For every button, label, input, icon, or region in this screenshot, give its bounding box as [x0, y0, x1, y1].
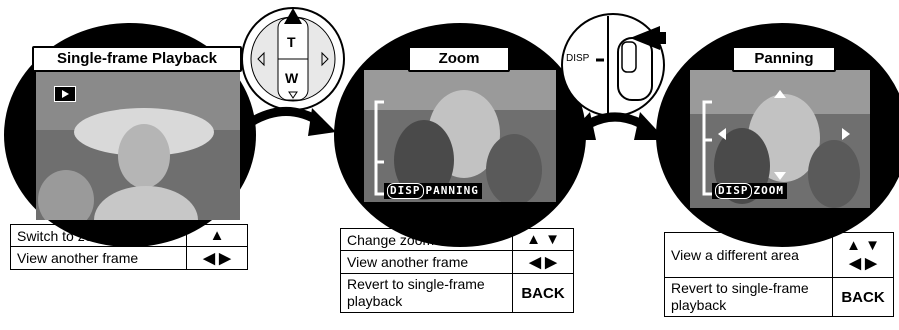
- row-key: ◀ ▶: [186, 246, 248, 270]
- panning-overlay-disp: DISP: [715, 183, 752, 199]
- dial-wide-label: W: [285, 70, 299, 86]
- panel-title-playback: Single-frame Playback: [32, 46, 242, 72]
- panning-overlay-text: ZOOM: [753, 184, 784, 197]
- row-key: ▲ ▼ ◀ ▶: [832, 232, 894, 278]
- row-label: Revert to single-frame playback: [664, 277, 833, 317]
- panning-scale-bar: [702, 100, 712, 196]
- zoom-photo: [364, 70, 556, 202]
- row-label: View another frame: [10, 246, 187, 270]
- panel-title-panning-text: Panning: [754, 50, 814, 67]
- row-key: ▲: [186, 224, 248, 247]
- row-label: Change zoom scale: [340, 228, 513, 251]
- zoom-scale-bar: [374, 100, 384, 196]
- row-key: ◀ ▶: [512, 250, 574, 274]
- panel-title-panning: Panning: [732, 46, 836, 72]
- table-row: View a different area ▲ ▼ ◀ ▶: [664, 232, 894, 278]
- panel-title-playback-text: Single-frame Playback: [56, 50, 218, 67]
- table-row: Revert to single-frame playback BACK: [340, 273, 574, 313]
- panning-table: View a different area ▲ ▼ ◀ ▶ Revert to …: [664, 232, 894, 317]
- zoom-dial[interactable]: T W: [240, 6, 346, 112]
- row-key: BACK: [512, 273, 574, 313]
- table-row: View another frame ◀ ▶: [10, 246, 248, 270]
- panel-title-zoom: Zoom: [408, 46, 510, 72]
- table-row: Switch to zoom ▲: [10, 224, 248, 247]
- playback-photo: [36, 70, 240, 220]
- disp-button-label: DISP: [566, 53, 590, 64]
- row-label: Switch to zoom: [10, 224, 187, 247]
- row-label: View a different area: [664, 232, 833, 278]
- play-icon: [54, 86, 76, 102]
- panel-title-zoom-text: Zoom: [438, 50, 480, 67]
- zoom-overlay-text: PANNING: [425, 184, 479, 197]
- zoom-overlay-disp: DISP: [387, 183, 424, 199]
- dial-tele-label: T: [287, 34, 296, 50]
- arrow-swap-icon: [564, 112, 666, 140]
- arrow-to-zoom-icon: [245, 107, 336, 136]
- row-key: ▲ ▼: [512, 228, 574, 251]
- row-key: BACK: [832, 277, 894, 317]
- zoom-table: Change zoom scale ▲ ▼ View another frame…: [340, 228, 574, 313]
- playback-table: Switch to zoom ▲ View another frame ◀ ▶: [10, 224, 248, 270]
- table-row: Revert to single-frame playback BACK: [664, 277, 894, 317]
- row-label: Revert to single-frame playback: [340, 273, 513, 313]
- row-label: View another frame: [340, 250, 513, 274]
- table-row: Change zoom scale ▲ ▼: [340, 228, 574, 251]
- table-row: View another frame ◀ ▶: [340, 250, 574, 274]
